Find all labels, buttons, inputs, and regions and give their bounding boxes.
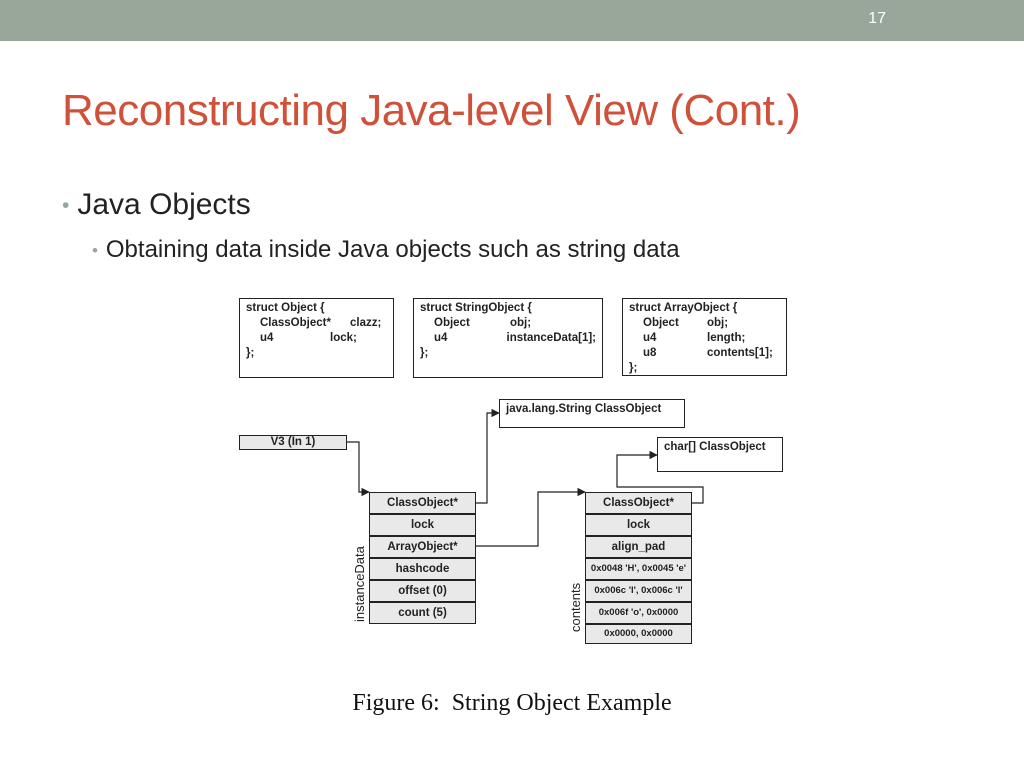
string-cell-count: count (5) [369,602,476,624]
slide-title: Reconstructing Java-level View (Cont.) [62,86,801,135]
field-type: u8 [643,347,657,359]
struct-object-box: struct Object { ClassObject* clazz; u4 loc… [239,298,394,378]
string-cell-hashcode: hashcode [369,558,476,580]
struct-array-footer: }; [629,362,638,374]
instance-data-group-label: instanceData [352,546,367,622]
struct-string-field: Object obj; [420,316,596,331]
string-classobject-label: java.lang.String ClassObject [499,399,685,428]
struct-array-object-box: struct ArrayObject { Object obj; u4 length… [622,298,787,376]
string-cell-lock: lock [369,514,476,536]
array-cell-data-1: 0x006c 'l', 0x006c 'l' [585,580,692,602]
field-type: Object [434,317,470,329]
field-name: obj; [510,317,532,329]
arrow-arrayobject-to-array [476,487,586,547]
char-array-classobject-label: char[] ClassObject [657,437,783,472]
struct-object-header: struct Object { [246,302,325,314]
struct-string-header: struct StringObject { [420,302,532,314]
field-type: Object [643,317,679,329]
string-cell-classobject: ClassObject* [369,492,476,514]
array-cell-lock: lock [585,514,692,536]
array-cell-data-2: 0x006f 'o', 0x0000 [585,602,692,624]
struct-array-field: u4 length; [629,331,780,346]
array-cell-data-3: 0x0000, 0x0000 [585,624,692,644]
struct-object-footer: }; [246,347,255,359]
field-name: obj; [707,317,729,329]
field-name: clazz; [350,317,382,329]
top-bar: 17 [0,0,1024,41]
bullet-dot-icon: • [62,194,70,218]
struct-string-footer: }; [420,347,429,359]
field-name: instanceData[1]; [506,332,596,344]
field-name: length; [707,332,746,344]
bullet-level1-text: Java Objects [77,188,251,221]
struct-array-header: struct ArrayObject { [629,302,738,314]
field-name: lock; [330,332,357,344]
array-cell-classobject: ClassObject* [585,492,692,514]
bullet-level2-text: Obtaining data inside Java objects such … [105,236,680,263]
arrow-string-to-classobject [476,408,500,504]
bullet-level1: • Java Objects [62,188,251,222]
string-cell-arrayobject: ArrayObject* [369,536,476,558]
struct-object-field: ClassObject* clazz; [246,316,387,331]
array-cell-data-0: 0x0048 'H', 0x0045 'e' [585,558,692,580]
field-type: u4 [434,332,448,344]
field-type: ClassObject* [260,317,331,329]
struct-string-field: u4 instanceData[1]; [420,331,596,346]
struct-object-field: u4 lock; [246,331,387,346]
field-type: u4 [260,332,274,344]
struct-string-object-box: struct StringObject { Object obj; u4 insta… [413,298,603,378]
arrow-array-to-char-classobject [616,450,704,504]
struct-array-field: Object obj; [629,316,780,331]
struct-array-field: u8 contents[1]; [629,346,780,361]
figure-caption: Figure 6: String Object Example [352,690,672,716]
arrow-register-to-string [347,441,370,497]
slide-number: 17 [868,10,886,27]
string-cell-offset: offset (0) [369,580,476,602]
register-label: V3 (In 1) [239,435,347,450]
contents-group-label: contents [568,582,583,632]
bullet-dot-icon: • [92,240,98,260]
field-type: u4 [643,332,657,344]
field-name: contents[1]; [707,347,773,359]
bullet-level2: • Obtaining data inside Java objects such… [92,236,680,264]
array-cell-align-pad: align_pad [585,536,692,558]
